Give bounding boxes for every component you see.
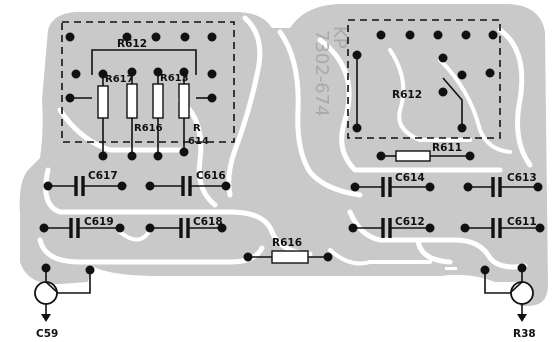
- label-r617: R617: [105, 74, 134, 85]
- label-connector-c59: C59: [36, 328, 58, 340]
- label-c617: C617: [88, 170, 118, 182]
- capacitor-c612: [353, 218, 430, 238]
- board-code-prefix: KP: [329, 26, 350, 49]
- capacitor-c616: [150, 176, 226, 196]
- label-c616: C616: [196, 170, 226, 182]
- label-c619: C619: [84, 216, 114, 228]
- label-c618: C618: [193, 216, 223, 228]
- solder-pads: [39, 30, 545, 275]
- board-code: 7302-674: [311, 30, 332, 117]
- label-c613: C613: [507, 172, 537, 184]
- resistor-r617: [97, 75, 109, 154]
- label-r612-left: R612: [117, 38, 147, 50]
- resistor-r613: [152, 72, 164, 154]
- label-r614-r: R: [193, 123, 201, 134]
- module-outline-left: [61, 21, 235, 143]
- label-r611: R611: [432, 142, 462, 154]
- capacitor-c611: [465, 218, 540, 238]
- label-r614-num: 614: [188, 136, 209, 147]
- label-r613: R613: [160, 73, 189, 84]
- capacitor-c618: [150, 218, 222, 238]
- connector-c59: [34, 268, 91, 322]
- board-mark: [445, 267, 457, 270]
- label-c611: C611: [507, 216, 537, 228]
- copper-channels: [37, 15, 533, 270]
- label-r616-left: R616: [134, 123, 163, 134]
- capacitor-c614: [355, 177, 430, 197]
- label-r612-right: R612: [392, 89, 422, 101]
- module-outline-right: [347, 19, 501, 139]
- label-r616-bottom: R616: [272, 237, 302, 249]
- label-c614: C614: [395, 172, 425, 184]
- label-connector-r38: R38: [513, 328, 536, 340]
- resistor-r614: [178, 72, 190, 150]
- connector-r38: [484, 268, 534, 322]
- resistor-r612-right-leads: [356, 55, 463, 128]
- label-c612: C612: [395, 216, 425, 228]
